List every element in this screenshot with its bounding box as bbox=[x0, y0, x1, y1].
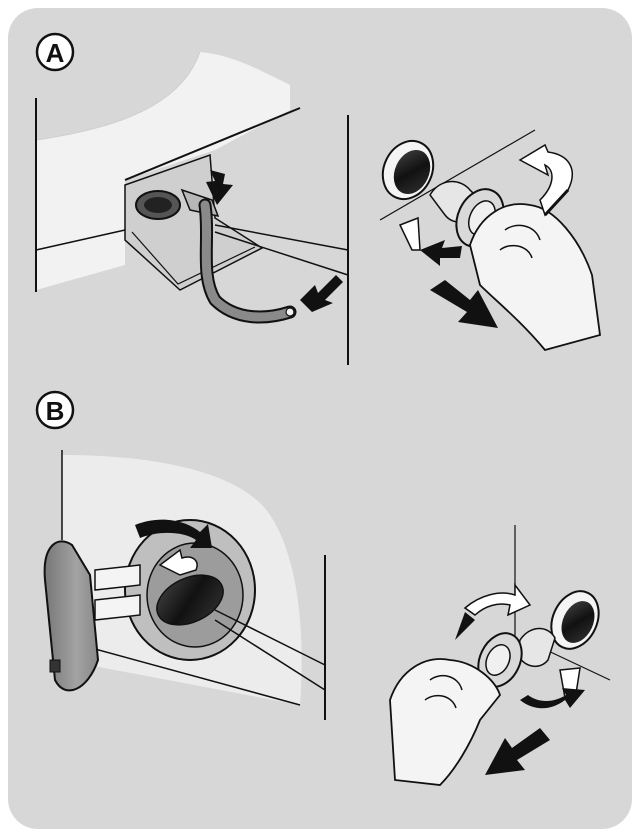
step-b-filter-removal-illustration bbox=[389, 525, 611, 786]
step-a-label: A bbox=[35, 32, 75, 72]
step-a-letter: A bbox=[46, 38, 65, 68]
step-a-drain-hose-illustration bbox=[35, 51, 349, 365]
step-b-letter: B bbox=[46, 396, 65, 426]
step-b-hatch-open-illustration bbox=[43, 450, 326, 720]
step-a-filter-removal-illustration bbox=[379, 129, 601, 352]
step-b-label: B bbox=[35, 390, 75, 430]
